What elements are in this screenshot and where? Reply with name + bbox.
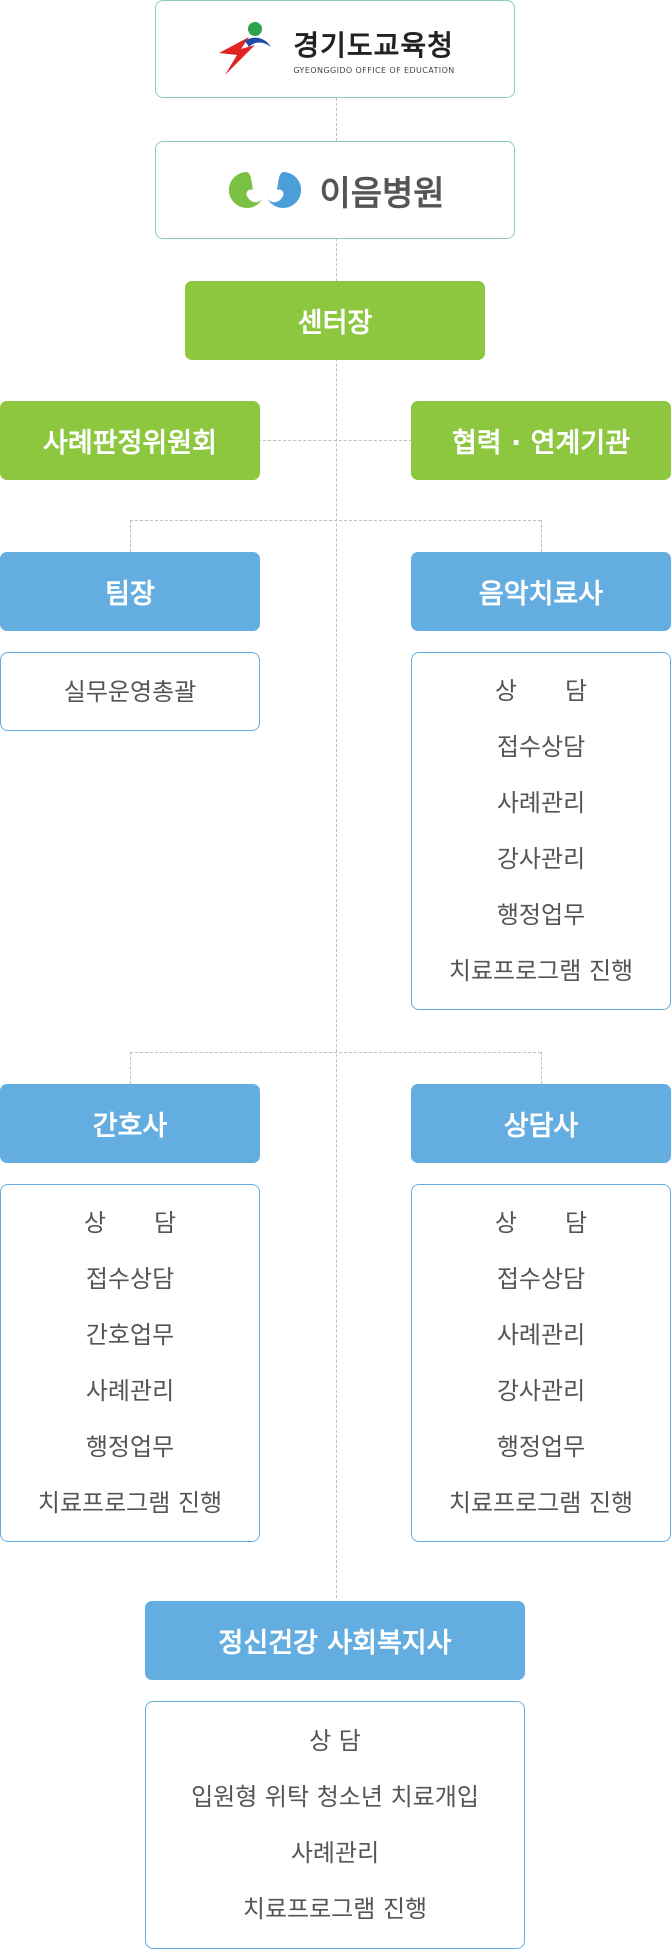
ieum-hospital-emblem-icon xyxy=(229,171,302,208)
counselor-duties: 상 담 접수상담 사례관리 강사관리 행정업무 치료프로그램 진행 xyxy=(411,1184,671,1542)
main-vertical-connector xyxy=(336,98,337,1598)
case-committee-node: 사례판정위원회 xyxy=(0,401,260,480)
music-therapist-node: 음악치료사 xyxy=(411,552,671,631)
team-lead-drop xyxy=(130,520,131,552)
gyeonggi-emblem-icon xyxy=(219,22,272,75)
duty-item: 상 담 xyxy=(494,677,588,705)
partner-org-node: 협력 · 연계기관 xyxy=(411,401,671,480)
duty-item: 상 담 xyxy=(83,1209,177,1237)
duty-item: 상 담 xyxy=(309,1727,361,1755)
nurse-node: 간호사 xyxy=(0,1084,260,1163)
counselor-node: 상담사 xyxy=(411,1084,671,1163)
committee-partner-connector xyxy=(258,440,412,441)
team-lead-node: 팀장 xyxy=(0,552,260,631)
row2-branch-connector xyxy=(130,1052,541,1053)
duty-item: 강사관리 xyxy=(496,1377,586,1405)
center-head-node: 센터장 xyxy=(185,281,485,360)
duty-item: 입원형 위탁 청소년 치료개입 xyxy=(191,1783,479,1811)
ieum-logo-text: 이음병원 xyxy=(319,173,445,214)
team-lead-duties: 실무운영총괄 xyxy=(0,652,260,731)
duty-item: 상 담 xyxy=(494,1209,588,1237)
duty-item: 접수상담 xyxy=(496,733,586,761)
mental-health-social-worker-duties: 상 담 입원형 위탁 청소년 치료개입 사례관리 치료프로그램 진행 xyxy=(145,1701,525,1949)
duty-item: 사례관리 xyxy=(290,1839,380,1867)
duty-item: 치료프로그램 진행 xyxy=(448,1489,634,1517)
duty-item: 치료프로그램 진행 xyxy=(242,1895,428,1923)
gyeonggi-office-logo-box: 경기도교육청 GYEONGGIDO OFFICE OF EDUCATION xyxy=(155,0,515,98)
duty-item: 사례관리 xyxy=(496,1321,586,1349)
counselor-drop xyxy=(541,1052,542,1084)
duty-item: 접수상담 xyxy=(496,1265,586,1293)
ieum-hospital-logo-box: 이음병원 xyxy=(155,141,515,239)
gyeonggi-logo-text: 경기도교육청 xyxy=(293,28,454,62)
mental-health-social-worker-node: 정신건강 사회복지사 xyxy=(145,1601,525,1680)
duty-item: 행정업무 xyxy=(85,1433,175,1461)
duty-item: 치료프로그램 진행 xyxy=(448,957,634,985)
duty-item: 행정업무 xyxy=(496,1433,586,1461)
duty-item: 접수상담 xyxy=(85,1265,175,1293)
duty-item: 실무운영총괄 xyxy=(63,677,197,706)
music-therapist-duties: 상 담 접수상담 사례관리 강사관리 행정업무 치료프로그램 진행 xyxy=(411,652,671,1010)
duty-item: 치료프로그램 진행 xyxy=(37,1489,223,1517)
duty-item: 간호업무 xyxy=(85,1321,175,1349)
music-drop xyxy=(541,520,542,552)
duty-item: 사례관리 xyxy=(496,789,586,817)
nurse-duties: 상 담 접수상담 간호업무 사례관리 행정업무 치료프로그램 진행 xyxy=(0,1184,260,1542)
duty-item: 사례관리 xyxy=(85,1377,175,1405)
duty-item: 강사관리 xyxy=(496,845,586,873)
duty-item: 행정업무 xyxy=(496,901,586,929)
row1-branch-connector xyxy=(130,520,541,521)
nurse-drop xyxy=(130,1052,131,1084)
gyeonggi-logo-subtext: GYEONGGIDO OFFICE OF EDUCATION xyxy=(293,65,455,75)
